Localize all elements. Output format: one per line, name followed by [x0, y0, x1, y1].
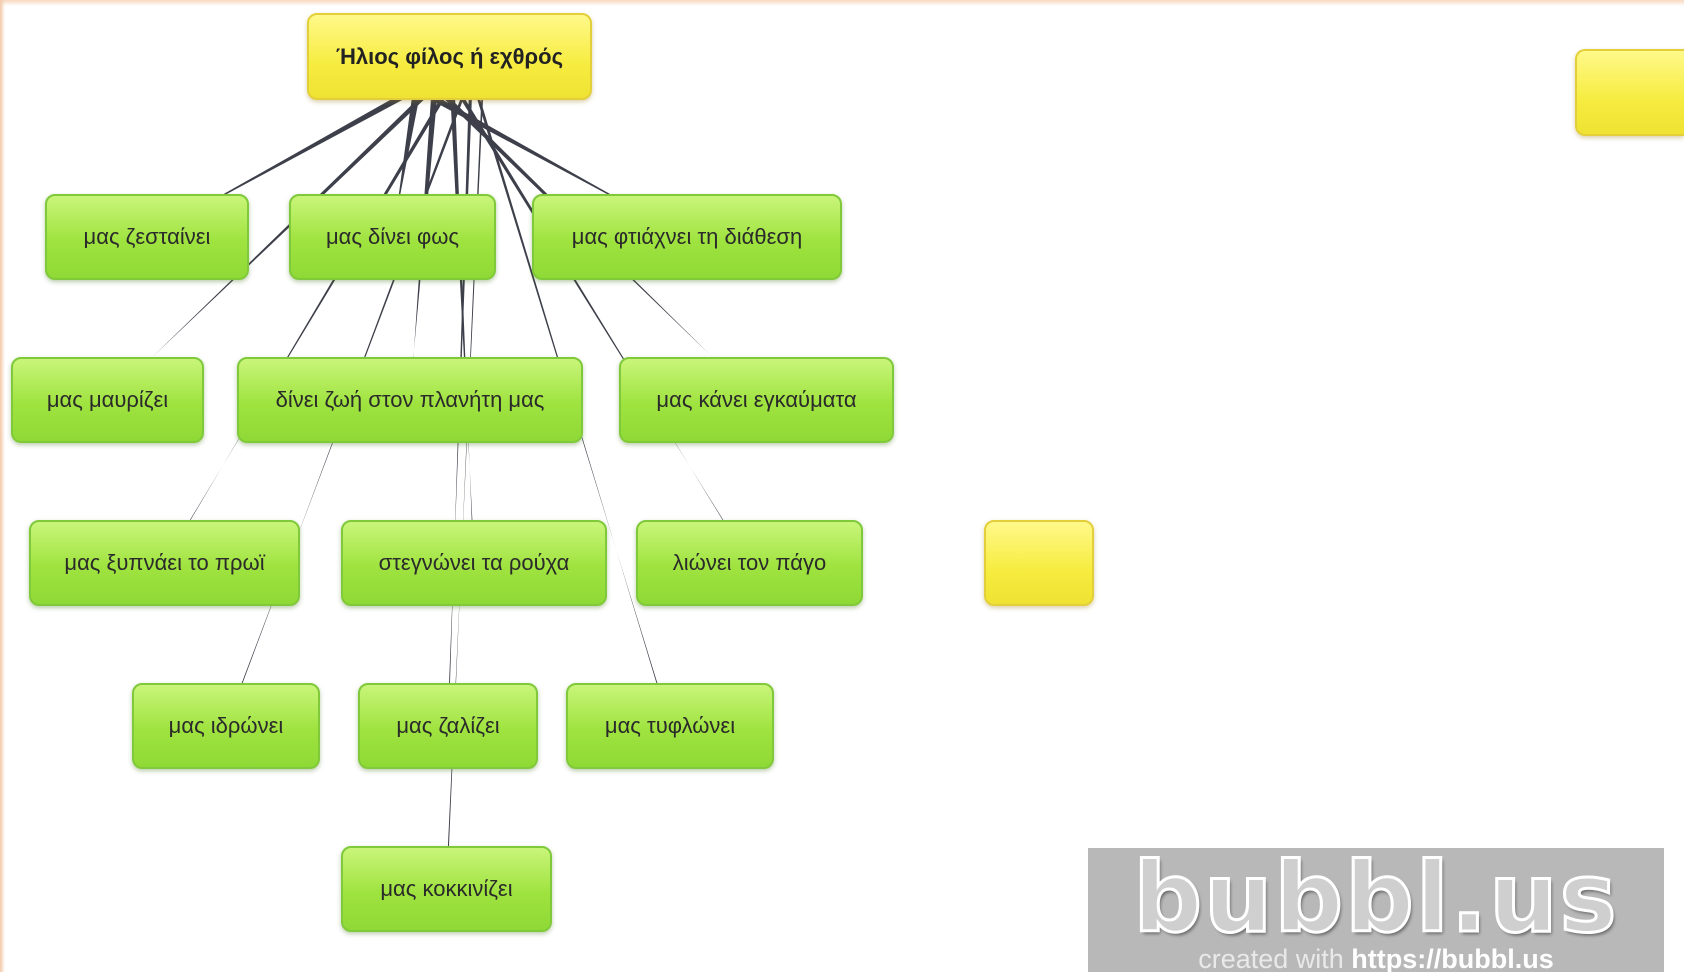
node-melts-ice[interactable]: λιώνει τον πάγο	[636, 520, 863, 606]
node-label: μας ζεσταίνει	[83, 224, 211, 249]
node-dries-clothes[interactable]: στεγνώνει τα ρούχα	[341, 520, 607, 606]
connection-line	[163, 90, 449, 563]
connection-line	[106, 90, 431, 400]
frame-left-edge	[0, 0, 5, 972]
watermark-caption-prefix: created with	[1198, 944, 1352, 972]
node-tans-us[interactable]: μας μαυρίζει	[11, 357, 204, 443]
node-label: μας ιδρώνει	[168, 713, 284, 738]
watermark-caption: created with https://bubbl.us	[1198, 944, 1554, 972]
node-label: μας μαυρίζει	[46, 387, 169, 412]
node-makes-sweat[interactable]: μας ιδρώνει	[132, 683, 320, 769]
connection-line	[146, 89, 413, 238]
node-blinds-us[interactable]: μας τυφλώνει	[566, 683, 774, 769]
node-label: μας ξυπνάει το πρωϊ	[64, 550, 265, 575]
node-warms-us[interactable]: μας ζεσταίνει	[45, 194, 249, 280]
watermark-url: https://bubbl.us	[1351, 944, 1554, 972]
node-label: μας τυφλώνει	[604, 713, 736, 738]
node-lifts-mood[interactable]: μας φτιάχνει τη διάθεση	[532, 194, 842, 280]
node-label: μας ζαλίζει	[396, 713, 500, 738]
empty-yellow-node[interactable]	[1575, 49, 1684, 136]
connection-line	[445, 91, 484, 890]
node-reddens-us[interactable]: μας κοκκινίζει	[341, 846, 552, 932]
node-wakes-us[interactable]: μας ξυπνάει το πρωϊ	[29, 520, 300, 606]
node-label: μας δίνει φως	[325, 224, 460, 249]
node-gives-light[interactable]: μας δίνει φως	[289, 194, 496, 280]
frame-top-edge	[0, 0, 1684, 6]
bubblus-watermark: bubbl.us created with https://bubbl.us	[1088, 848, 1664, 972]
node-gives-life[interactable]: δίνει ζωή στον πλανήτη μας	[237, 357, 583, 443]
bubblus-logo: bubbl.us	[1132, 842, 1619, 954]
node-label: μας φτιάχνει τη διάθεση	[571, 224, 803, 249]
root-node-label: Ήλιος φίλος ή εχθρός	[335, 43, 564, 69]
node-label: στεγνώνει τα ρούχα	[378, 550, 570, 575]
node-label: μας κοκκινίζει	[380, 876, 513, 901]
root-node[interactable]: Ήλιος φίλος ή εχθρός	[307, 13, 592, 100]
node-label: λιώνει τον πάγο	[672, 550, 827, 575]
empty-yellow-node[interactable]	[984, 520, 1094, 606]
node-makes-dizzy[interactable]: μας ζαλίζει	[358, 683, 538, 769]
node-label: δίνει ζωή στον πλανήτη μας	[275, 387, 545, 412]
connection-line	[456, 90, 751, 563]
node-label: μας κάνει εγκαύματα	[656, 387, 857, 412]
node-sunburns[interactable]: μας κάνει εγκαύματα	[619, 357, 894, 443]
